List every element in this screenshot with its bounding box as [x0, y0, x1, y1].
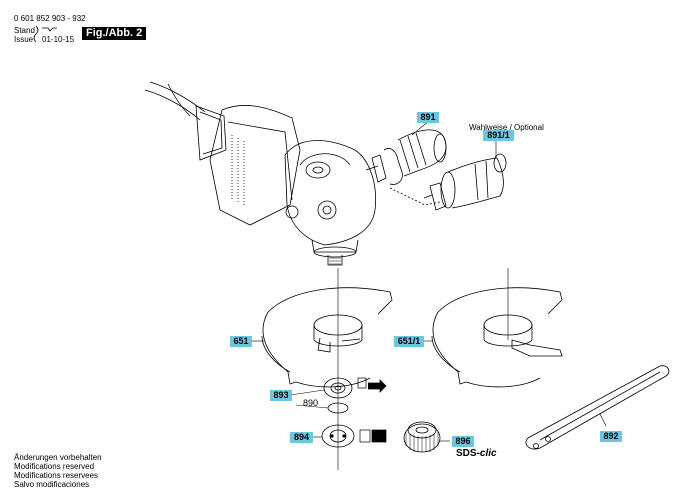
flange-direction-symbol: [357, 377, 387, 393]
stand-label: Stand: [14, 26, 35, 35]
part-tag-651-1: 651/1: [394, 336, 424, 347]
optional-note: Wahlweise / Optional: [469, 123, 544, 132]
part-tag-892: 892: [600, 431, 622, 442]
part-tag-891-1: 891/1: [483, 130, 514, 141]
angle-grinder: [144, 81, 376, 266]
auxiliary-handle-891-1: [423, 153, 507, 211]
sds-prefix: SDS-: [456, 448, 480, 459]
clamping-nut-894: [321, 424, 355, 448]
auxiliary-handle-891: [365, 129, 447, 185]
part-tag-893: 893: [270, 390, 292, 401]
wheel-guard-651-1: [431, 268, 563, 388]
footer-line-de: Änderungen vorbehalten: [14, 453, 102, 462]
part-label-890: 890: [303, 398, 319, 408]
wheel-guard-651: [261, 287, 393, 388]
footer-line-fr: Modifications reservees: [14, 471, 99, 480]
leader-lines: [250, 119, 607, 442]
part-tag-891: 891: [417, 112, 439, 123]
issue-date: 01-10-15: [42, 35, 75, 44]
stand-issue-symbol: [33, 25, 57, 43]
sds-clic-nut-896: [403, 421, 441, 453]
pin-spanner-892: [525, 365, 670, 450]
issue-label: Issue: [14, 35, 34, 44]
part-number: 0 601 852 903 - 932: [14, 14, 86, 23]
nut-symbol: [359, 429, 387, 443]
part-tag-651: 651: [230, 336, 252, 347]
part-tag-896: 896: [452, 436, 474, 447]
part-tag-894: 894: [290, 432, 313, 443]
footer-line-en: Modifications reserved: [14, 462, 95, 471]
footer-line-es: Salvo modificaciones: [14, 480, 90, 489]
figure-label: Fig./Abb. 2: [82, 27, 147, 40]
sds-clic-label: SDS-clic: [456, 448, 497, 460]
sds-suffix: clic: [479, 448, 497, 459]
